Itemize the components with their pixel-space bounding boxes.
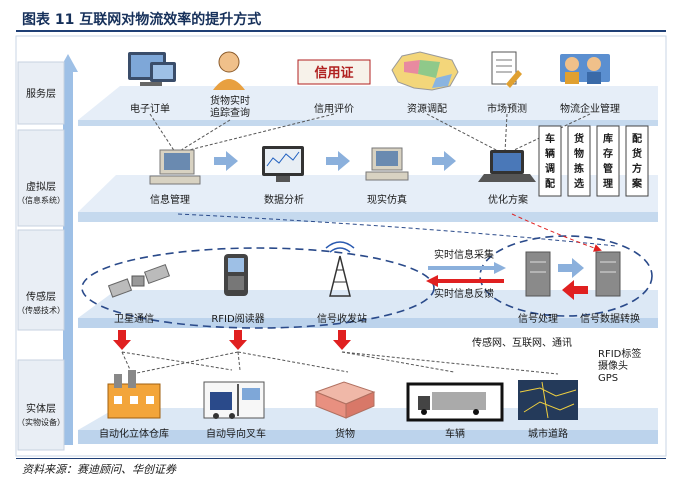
layer-sublabel-physical-text: （实物设备） [17, 417, 65, 427]
service-item-resources: 资源调配 [407, 102, 447, 115]
rfid-reader-icon [224, 254, 248, 296]
forklift-icon [203, 381, 265, 419]
service-item-credit: 信用评价 [314, 103, 354, 115]
bottom-rule [16, 458, 666, 459]
layer-label-service: 服务层 [17, 61, 65, 125]
layer-label-virtual-text: 虚拟层 [26, 180, 56, 193]
sensing-item-data-conversion: 信号数据转换 [580, 312, 640, 325]
simulation-icon [365, 147, 409, 181]
network-text: 传感网、互联网、通讯 [472, 336, 572, 349]
sensing-item-signal-processing: 信号处理 [518, 313, 558, 325]
credit-certificate-text: 信用证 [314, 65, 353, 81]
server-icon-2 [595, 251, 621, 297]
city-road-map-icon [518, 380, 578, 420]
china-map-icon [391, 51, 459, 91]
market-forecast-icon [491, 51, 522, 88]
signal-processing-boundary [479, 235, 653, 317]
virtual-to-sensing-link [177, 213, 617, 247]
service-item-tracking: 货物实时追踪查询 [210, 94, 250, 119]
layer-sublabel-sensing-text: （传感技术） [17, 305, 65, 315]
layer-label-physical-text: 实体层 [26, 402, 56, 415]
virtual-item-simulation: 现实仿真 [367, 193, 407, 206]
optimization-box-label: 货物拣选 [574, 132, 584, 190]
sensing-down-arrows [113, 330, 351, 350]
optimization-box [625, 125, 649, 197]
truck-icon [406, 382, 504, 422]
server-icon-1 [525, 251, 551, 297]
signal-tower-icon [325, 241, 355, 297]
optimization-box [538, 125, 562, 197]
layer-sublabel-virtual-text: （信息系统） [17, 195, 65, 205]
server-back-arrow [562, 280, 588, 300]
service-item-electronic-order: 电子订单 [130, 102, 170, 115]
server-forward-arrow [558, 258, 584, 278]
optimization-box [596, 125, 620, 197]
logistics-management-icon [560, 54, 610, 84]
laptop-icon [478, 150, 536, 182]
person-icon [213, 51, 245, 90]
physical-item-forklift: 自动导向叉车 [206, 427, 266, 440]
figure-title: 图表 11 互联网对物流效率的提升方式 [22, 12, 262, 28]
layer-label-physical: 实体层 （实物设备） [17, 359, 65, 451]
top-rule [16, 30, 666, 32]
sensing-item-rfid: RFID阅读器 [211, 312, 264, 325]
physical-item-vehicle: 车辆 [445, 427, 465, 440]
sensor-tag-label: GPS [598, 373, 618, 384]
sensing-item-tower: 信号收发站 [317, 312, 367, 325]
layer-label-sensing: 传感层 （传感技术） [17, 229, 65, 331]
optimization-box-label: 配货方案 [631, 133, 643, 190]
virtual-item-info-management: 信息管理 [150, 193, 190, 206]
electronic-order-icon [128, 52, 176, 86]
virtual-flow-arrow-3 [432, 151, 456, 171]
service-connectors [149, 113, 591, 153]
layer-label-sensing-text: 传感层 [26, 290, 56, 303]
optimization-box-label: 车辆调配 [545, 132, 555, 190]
service-item-management: 物流企业管理 [560, 102, 620, 115]
optimization-feedback-link [511, 213, 602, 252]
realtime-feedback-label: 实时信息反馈 [434, 287, 494, 300]
sensor-tag-label: 摄像头 [598, 359, 628, 372]
cargo-icon [314, 381, 376, 419]
optimization-boxes: 车辆调配 货物拣选 库存管理 配货方案 [538, 125, 649, 197]
optimization-box [567, 125, 591, 197]
virtual-item-optimization: 优化方案 [488, 193, 528, 206]
diagram-frame [15, 35, 667, 457]
sensing-devices-boundary [81, 247, 435, 329]
credit-certificate-icon: 信用证 [297, 59, 371, 85]
physical-item-roads: 城市道路 [528, 427, 568, 440]
source-note: 资料来源：赛迪顾问、华创证券 [22, 463, 176, 476]
layer-label-virtual: 虚拟层 （信息系统） [17, 129, 65, 227]
sensor-tag-label: RFID标签 [598, 347, 641, 360]
sensing-item-satellite: 卫星通信 [114, 313, 154, 325]
realtime-collection-label: 实时信息采集 [434, 248, 494, 261]
physical-item-cargo: 货物 [335, 427, 355, 440]
platform-sensing [78, 290, 658, 328]
realtime-collection-arrow [428, 262, 506, 274]
satellite-icon [107, 263, 171, 298]
service-item-forecast: 市场预测 [487, 102, 527, 115]
virtual-flow-arrow-2 [326, 151, 350, 171]
optimization-box-label: 库存管理 [603, 132, 613, 190]
platform-service [78, 86, 658, 126]
sensing-to-physical-links [121, 351, 559, 375]
information-management-icon [149, 149, 201, 185]
physical-item-warehouse: 自动化立体仓库 [99, 427, 169, 440]
virtual-item-data-analysis: 数据分析 [264, 193, 304, 206]
realtime-feedback-arrow [426, 275, 504, 287]
data-analysis-icon [262, 146, 304, 182]
layer-label-service-text: 服务层 [26, 87, 56, 100]
virtual-flow-arrow-1 [214, 151, 238, 171]
warehouse-icon [107, 370, 161, 419]
